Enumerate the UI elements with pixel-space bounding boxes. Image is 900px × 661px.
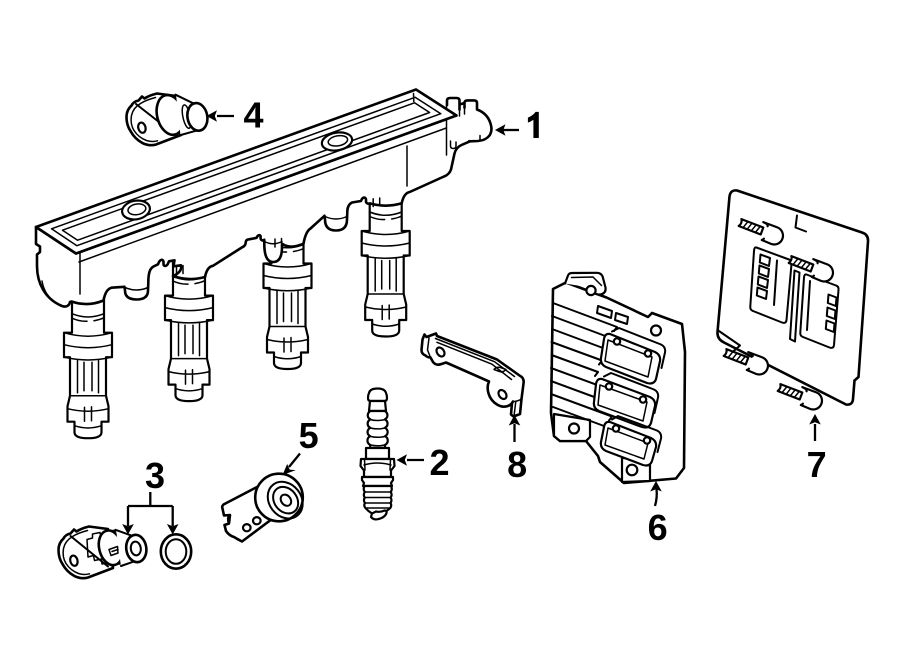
svg-text:7: 7 xyxy=(807,444,827,485)
svg-text:2: 2 xyxy=(429,442,449,483)
svg-text:8: 8 xyxy=(507,444,527,485)
svg-text:4: 4 xyxy=(243,95,263,136)
svg-text:3: 3 xyxy=(145,455,165,496)
svg-text:6: 6 xyxy=(648,507,668,548)
svg-text:5: 5 xyxy=(299,415,319,456)
